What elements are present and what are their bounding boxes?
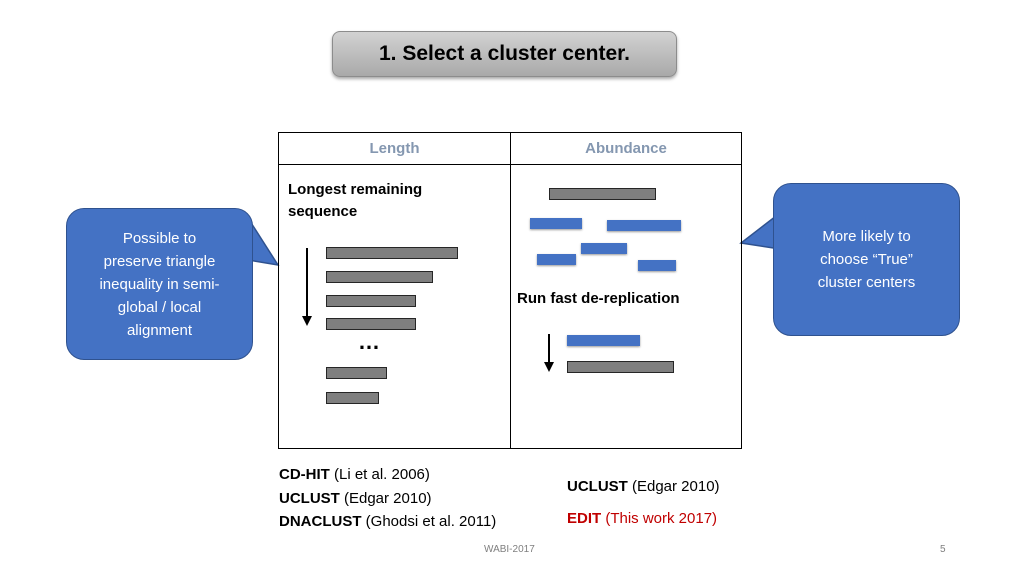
- blue-sequence-bar: [567, 335, 640, 346]
- down-arrow-shaft: [548, 334, 550, 362]
- bubble-right-line: cluster centers: [817, 274, 916, 291]
- citation-ref: (Ghodsi et al. 2011): [361, 513, 497, 530]
- column-divider: [510, 133, 511, 448]
- comparison-table: Length Abundance Longest remaining seque…: [278, 132, 742, 449]
- citation-name: EDIT: [567, 510, 602, 527]
- ellipsis: …: [358, 329, 380, 354]
- blue-sequence-bar: [638, 260, 676, 271]
- sequence-bar: [326, 247, 458, 259]
- sequence-bar: [567, 361, 674, 373]
- sequence-bar: [326, 392, 379, 404]
- citation-name: UCLUST: [567, 478, 628, 495]
- bubble-left-line: global / local: [117, 298, 202, 316]
- citation-item: CD-HIT (Li et al. 2006): [279, 463, 496, 487]
- bubble-left-line: Possible to: [122, 229, 197, 247]
- bubble-left-line: alignment: [126, 321, 193, 339]
- footer-center: WABI-2017: [484, 544, 535, 555]
- header-length: Length: [369, 140, 420, 157]
- citation-ref: (This work 2017): [601, 510, 718, 527]
- bubble-right-line: choose “True”: [820, 251, 913, 268]
- label-line: Longest remaining: [288, 181, 423, 198]
- sequence-bar: [326, 367, 387, 379]
- down-arrow-shaft: [306, 248, 308, 316]
- bubble-left: Possible to preserve triangle inequality…: [66, 208, 253, 360]
- sequence-bar: [326, 318, 416, 330]
- page-number: 5: [940, 544, 946, 555]
- citation-ref: (Li et al. 2006): [329, 466, 430, 483]
- citation-item: EDIT (This work 2017): [567, 503, 720, 535]
- blue-sequence-bar: [537, 254, 576, 265]
- citation-name: UCLUST: [279, 489, 340, 507]
- blue-sequence-bar: [607, 220, 681, 231]
- header-abundance: Abundance: [585, 140, 667, 157]
- citation-item: UCLUST (Edgar 2010): [279, 487, 496, 511]
- blue-sequence-bar: [530, 218, 582, 229]
- citations-right: UCLUST (Edgar 2010) EDIT (This work 2017…: [567, 471, 720, 535]
- slide-title-text: 1. Select a cluster center.: [379, 42, 630, 65]
- citation-name: CD-HIT: [279, 466, 330, 483]
- header-divider: [279, 164, 741, 165]
- down-arrow-icon: [544, 362, 554, 372]
- sequence-bar: [326, 295, 416, 307]
- blue-sequence-bar: [581, 243, 627, 254]
- bubble-left-line: preserve triangle: [103, 252, 216, 270]
- slide-title: 1. Select a cluster center.: [332, 31, 677, 77]
- label-line: sequence: [288, 203, 358, 220]
- bubble-right: More likely to choose “True” cluster cen…: [773, 183, 960, 336]
- sequence-bar: [549, 188, 656, 200]
- bubble-left-line: inequality in semi-: [99, 275, 220, 293]
- citation-ref: (Edgar 2010): [339, 489, 432, 507]
- bubble-right-line: More likely to: [822, 228, 911, 245]
- citations-left: CD-HIT (Li et al. 2006) UCLUST (Edgar 20…: [279, 463, 496, 534]
- run-fast-dereplication-label: Run fast de-replication: [517, 290, 680, 307]
- down-arrow-icon: [302, 316, 312, 326]
- sequence-bar: [326, 271, 433, 283]
- citation-ref: (Edgar 2010): [627, 478, 720, 495]
- citation-item: DNACLUST (Ghodsi et al. 2011): [279, 510, 496, 534]
- citation-item: UCLUST (Edgar 2010): [567, 471, 720, 503]
- longest-remaining-label: Longest remaining sequence: [288, 179, 422, 223]
- citation-name: DNACLUST: [279, 513, 362, 530]
